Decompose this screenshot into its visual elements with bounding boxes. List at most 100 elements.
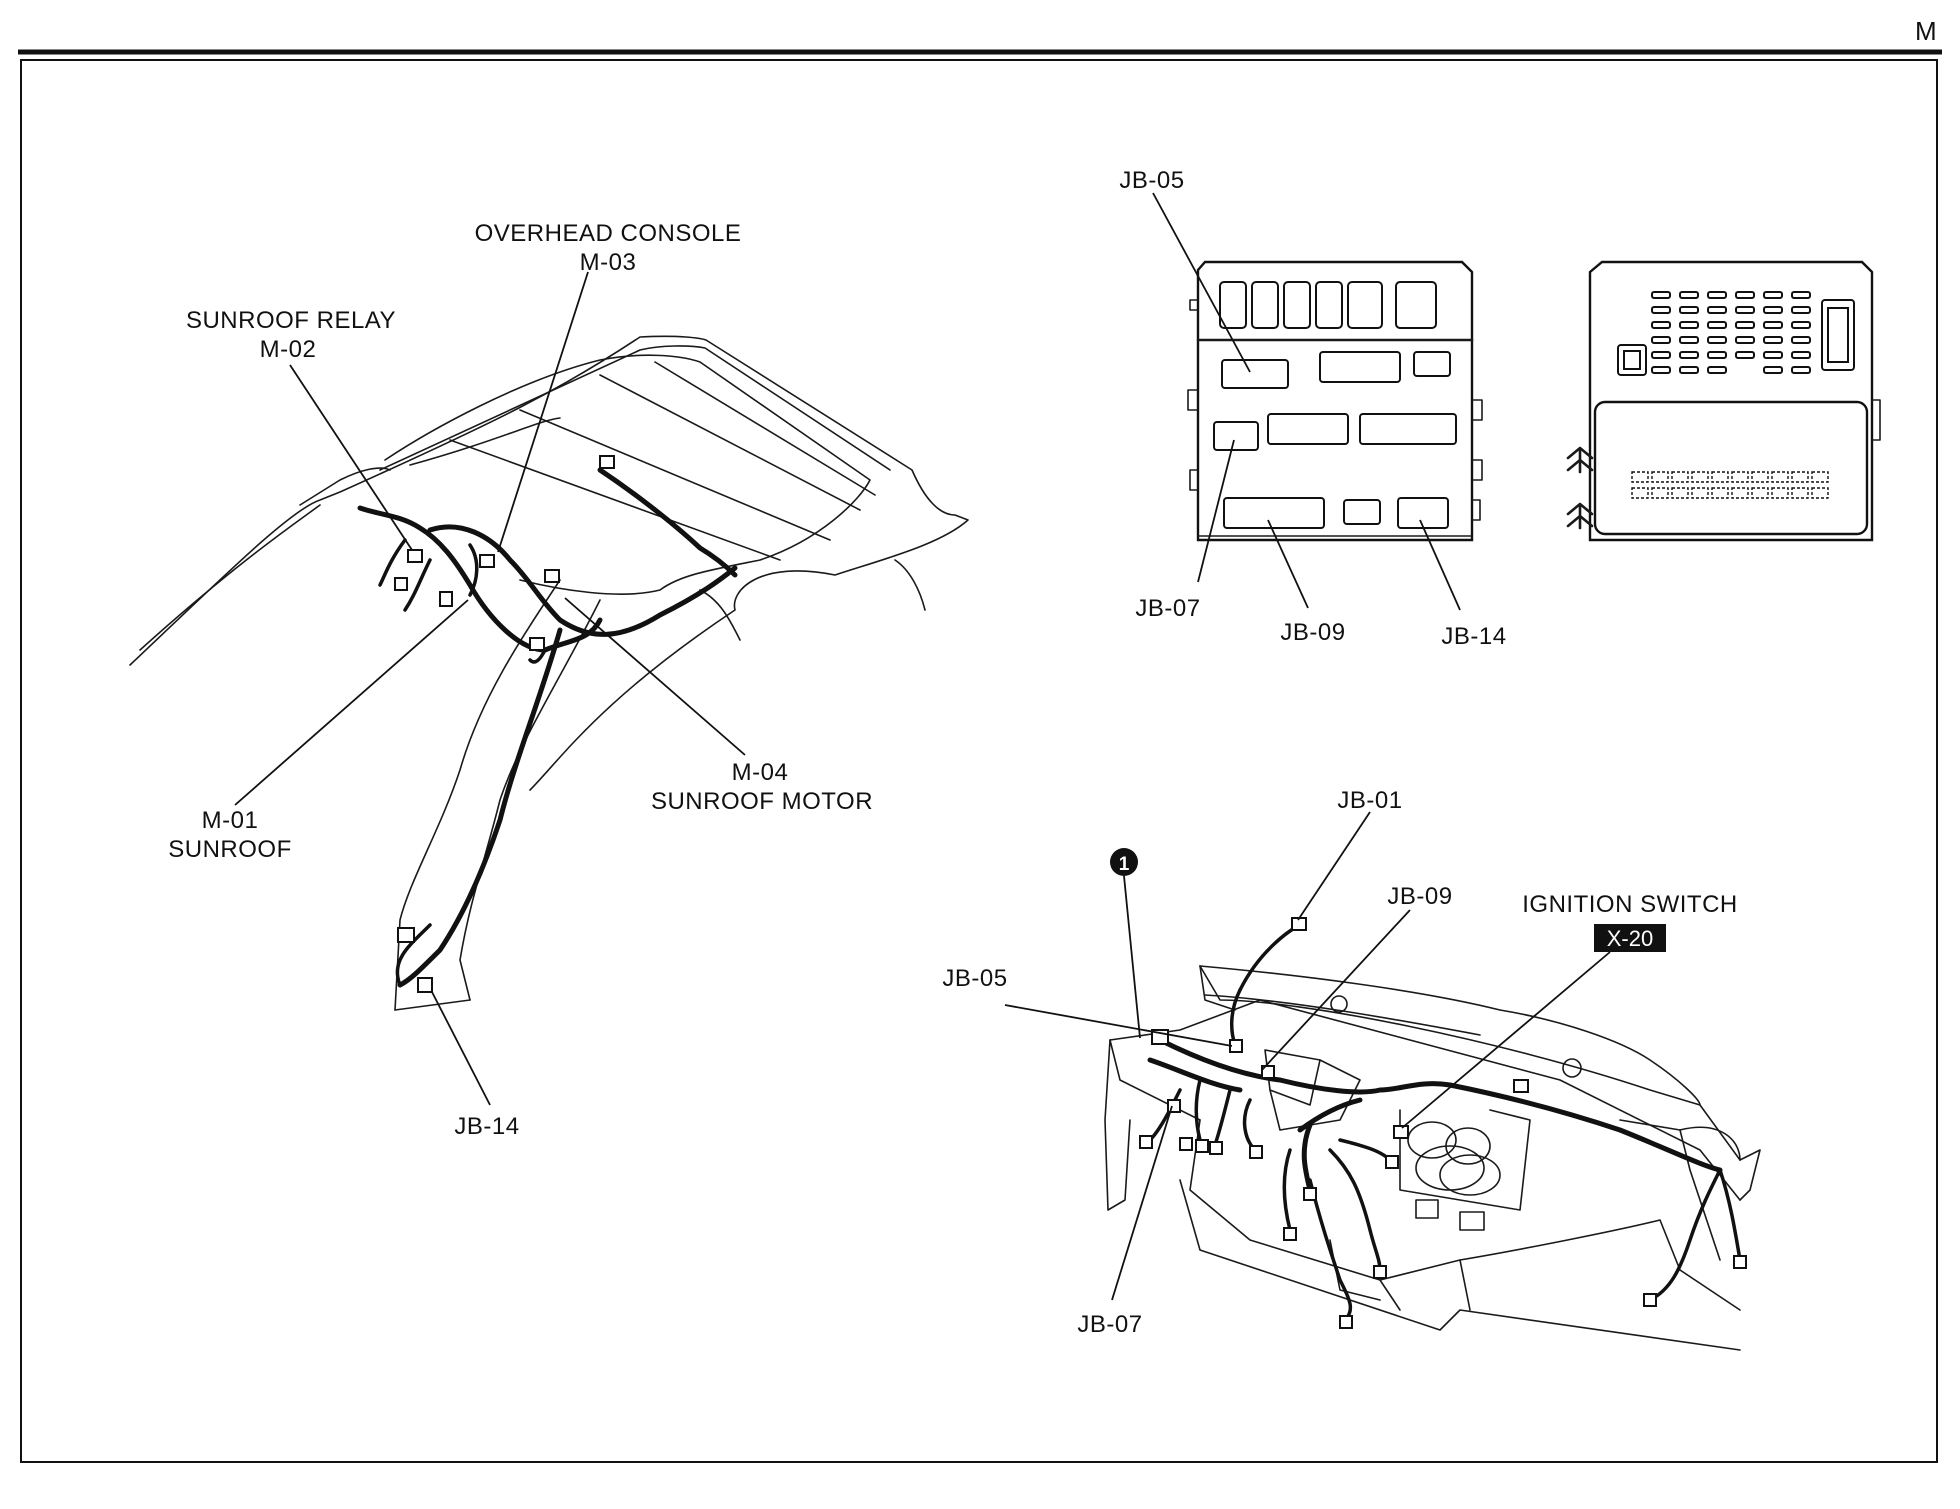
fuse-slot-outline bbox=[1691, 487, 1709, 499]
fuse-slot bbox=[1651, 351, 1671, 359]
jb05-socket bbox=[1221, 359, 1289, 389]
fuse-slot-outline bbox=[1671, 471, 1689, 483]
callout-number: 1 bbox=[1119, 854, 1130, 875]
fuse-slot bbox=[1791, 351, 1811, 359]
label-jb07-dash: JB-07 bbox=[1077, 1311, 1142, 1338]
fuse-slot bbox=[1735, 336, 1755, 344]
fuse-slot-outline bbox=[1811, 487, 1829, 499]
label-jb01: JB-01 bbox=[1337, 787, 1402, 814]
label-m02: M-02 bbox=[260, 336, 317, 363]
sunroof-connector bbox=[439, 591, 453, 607]
fuse-slot bbox=[1679, 336, 1699, 344]
leader-sunroof-motor bbox=[564, 597, 746, 756]
ignition-switch-connector bbox=[1393, 1125, 1409, 1139]
junction-box-back bbox=[1566, 260, 1881, 542]
fuse-slot bbox=[1679, 321, 1699, 329]
fuse-slot bbox=[1791, 366, 1811, 374]
fuse-slot-outline bbox=[1651, 487, 1669, 499]
connector bbox=[529, 637, 545, 651]
fuse-slot-outline bbox=[1771, 471, 1789, 483]
label-sunroof-motor: SUNROOF MOTOR bbox=[651, 788, 873, 815]
fuse-slot-outline bbox=[1651, 471, 1669, 483]
label-jb14-roof: JB-14 bbox=[454, 1113, 519, 1140]
label-ignition-switch: IGNITION SWITCH bbox=[1522, 891, 1737, 918]
connector bbox=[394, 577, 408, 591]
page-border bbox=[20, 59, 1938, 1463]
fuse-slot bbox=[1679, 306, 1699, 314]
label-jb09-box: JB-09 bbox=[1280, 619, 1345, 646]
leader-jb14-roof bbox=[431, 991, 491, 1106]
label-m01: M-01 bbox=[202, 807, 259, 834]
label-sunroof: SUNROOF bbox=[168, 836, 292, 863]
dash-diagram: 1 JB-01 JB-09 IGNITION SWITCH X-20 JB-05… bbox=[942, 787, 1761, 1351]
fuse-slot bbox=[1763, 366, 1783, 374]
jb09-connector bbox=[1261, 1065, 1275, 1079]
label-x20: X-20 bbox=[1607, 926, 1653, 951]
fuse-slot bbox=[1763, 306, 1783, 314]
fuse-slot bbox=[1763, 321, 1783, 329]
fuse-slot bbox=[1679, 351, 1699, 359]
fuse-slot bbox=[1651, 291, 1671, 299]
callout-badge bbox=[1110, 848, 1138, 876]
fuse-slot-outline bbox=[1751, 487, 1769, 499]
fuse-slot-outline bbox=[1631, 471, 1649, 483]
label-jb05-dash: JB-05 bbox=[942, 965, 1007, 992]
fuse-slot bbox=[1791, 336, 1811, 344]
fuse-slot bbox=[1735, 321, 1755, 329]
fuse-slot bbox=[1791, 306, 1811, 314]
fuse-slot-outline bbox=[1711, 487, 1729, 499]
fuse-slot bbox=[1735, 306, 1755, 314]
fuse-slot bbox=[1651, 366, 1671, 374]
sunroof-motor-connector bbox=[544, 569, 560, 583]
fuse-slot-outline bbox=[1791, 487, 1809, 499]
sunroof-harness bbox=[357, 455, 738, 993]
fuse-slot bbox=[1707, 306, 1727, 314]
fuse-slot bbox=[1763, 336, 1783, 344]
fuse-slot bbox=[1763, 291, 1783, 299]
label-overhead-console: OVERHEAD CONSOLE bbox=[475, 220, 742, 247]
label-jb09-dash: JB-09 bbox=[1387, 883, 1452, 910]
label-jb05-box: JB-05 bbox=[1119, 167, 1184, 194]
dash-harness bbox=[1139, 917, 1747, 1329]
fuse-slot-outline bbox=[1711, 471, 1729, 483]
fuse-slot-outline bbox=[1811, 471, 1829, 483]
fuse-slot bbox=[1651, 306, 1671, 314]
fuse-slot-outline bbox=[1631, 487, 1649, 499]
label-jb07-box: JB-07 bbox=[1135, 595, 1200, 622]
roof-outline bbox=[129, 335, 969, 1011]
fuse-slot bbox=[1763, 351, 1783, 359]
x20-badge bbox=[1594, 924, 1666, 952]
overhead-console-connector bbox=[479, 554, 495, 568]
page-letter: M bbox=[1915, 16, 1937, 46]
fuse-slot bbox=[1791, 321, 1811, 329]
label-m04: M-04 bbox=[732, 759, 789, 786]
fuse-slot-outline bbox=[1691, 471, 1709, 483]
sunroof-relay-connector bbox=[407, 549, 423, 563]
fuse-slot-outline bbox=[1771, 487, 1789, 499]
fuse-slot bbox=[1707, 291, 1727, 299]
label-jb14-box: JB-14 bbox=[1441, 623, 1506, 650]
fuse-slot-outline bbox=[1751, 471, 1769, 483]
jb07-socket bbox=[1213, 421, 1259, 451]
fuse-slot bbox=[1651, 336, 1671, 344]
fuse-slot bbox=[1707, 366, 1727, 374]
fuse-slot bbox=[1735, 291, 1755, 299]
fuse-slot-outline bbox=[1731, 487, 1749, 499]
fuse-slot-outline bbox=[1731, 471, 1749, 483]
jb14-socket bbox=[1397, 497, 1449, 529]
fuse-slot bbox=[1707, 336, 1727, 344]
leader-sunroof bbox=[234, 599, 469, 806]
connector bbox=[397, 927, 415, 943]
fuse-slot bbox=[1707, 351, 1727, 359]
fuse-slot bbox=[1735, 351, 1755, 359]
fuse-grid bbox=[1651, 291, 1811, 374]
label-sunroof-relay: SUNROOF RELAY bbox=[186, 307, 396, 334]
connector bbox=[599, 455, 615, 469]
roof-diagram: OVERHEAD CONSOLE M-03 SUNROOF RELAY M-02… bbox=[129, 220, 969, 1140]
jb09-socket bbox=[1223, 497, 1325, 529]
fuse-slot bbox=[1679, 291, 1699, 299]
lower-fuse-grid bbox=[1631, 471, 1829, 499]
fuse-slot bbox=[1707, 321, 1727, 329]
fuse-slot-outline bbox=[1671, 487, 1689, 499]
